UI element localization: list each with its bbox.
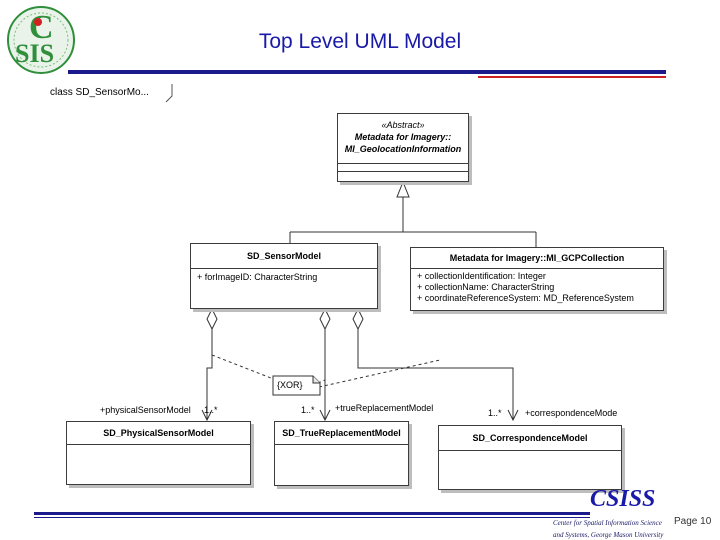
page-title: Top Level UML Model (258, 30, 462, 53)
class-attribute: + forImageID: CharacterString (197, 272, 318, 282)
class-attributes-section: + forImageID: CharacterString (191, 269, 377, 283)
class-name: SD_SensorModel (191, 244, 377, 269)
arrowhead-true (319, 409, 331, 422)
generalization-arrowhead (396, 180, 410, 198)
page-number: Page 10 (674, 516, 712, 527)
xor-constraint-label: {XOR} (277, 380, 303, 390)
class-sd-correspondence-model[interactable]: SD_CorrespondenceModel (438, 425, 622, 490)
header-accent-rule (478, 76, 666, 78)
class-name: Metadata for Imagery::MI_GCPCollection (411, 248, 663, 269)
aggregation-diamond-physical (206, 307, 218, 331)
logo-text: SIS (15, 39, 54, 68)
footer-rule-thin (34, 517, 590, 518)
xor-dash-left (211, 354, 277, 381)
arrowhead-physical (201, 409, 213, 422)
class-name: SD_CorrespondenceModel (439, 426, 621, 451)
csiss-logo: C SIS (4, 4, 78, 76)
class-attribute: + collectionName: CharacterString (417, 282, 555, 292)
logo-graphic: C SIS (7, 6, 75, 74)
footer-rule (34, 512, 590, 515)
class-name: SD_PhysicalSensorModel (67, 422, 250, 445)
xor-note-box (272, 375, 321, 396)
class-name-line2: MI_GeolocationInformation (344, 144, 462, 154)
role-true-replacement-model: +trueReplacementModel (335, 403, 434, 413)
class-attributes-section: + collectionIdentification: Integer + co… (411, 269, 663, 304)
role-physical-sensor-model: +physicalSensorModel (100, 405, 191, 415)
footer-org-name: CSISS (590, 486, 656, 512)
aggregation-diamond-corr (352, 307, 364, 331)
xor-dash-right (318, 359, 441, 388)
multiplicity-physical: 1..* (204, 405, 218, 415)
arrowhead-corr (507, 409, 519, 422)
aggregation-diamond-true (319, 307, 331, 331)
footer-org-line1: Center for Spatial Information Science (553, 519, 662, 527)
class-name-line1: Metadata for Imagery:: (354, 132, 452, 142)
header-rule (68, 70, 666, 74)
association-physical-line (206, 329, 213, 420)
logo-letter-c: C (29, 9, 54, 46)
class-attribute: + collectionIdentification: Integer (417, 271, 546, 281)
footer-org-line2: and Systems, George Mason University (553, 531, 664, 539)
class-attributes-section (338, 164, 468, 172)
role-correspondence-model: +correspondenceMode (525, 408, 618, 418)
class-name: SD_TrueReplacementModel (275, 422, 408, 445)
frame-tab-corner (165, 84, 173, 103)
association-corr-line (357, 329, 514, 420)
class-mi-gcp-collection[interactable]: Metadata for Imagery::MI_GCPCollection +… (410, 247, 664, 311)
class-sd-sensor-model[interactable]: SD_SensorModel + forImageID: CharacterSt… (190, 243, 378, 309)
xor-note-fold (312, 376, 320, 384)
class-stereotype: «Abstract» (381, 120, 425, 130)
multiplicity-correspondence: 1..* (488, 408, 502, 418)
diagram-frame-label: class SD_SensorMo... (50, 87, 149, 98)
class-sd-physical-sensor-model[interactable]: SD_PhysicalSensorModel (66, 421, 251, 485)
class-sd-true-replacement-model[interactable]: SD_TrueReplacementModel (274, 421, 409, 486)
class-attribute: + coordinateReferenceSystem: MD_Referenc… (417, 293, 634, 303)
class-mi-geolocation-information[interactable]: «Abstract» Metadata for Imagery:: MI_Geo… (337, 113, 469, 182)
multiplicity-true-replacement: 1..* (301, 405, 315, 415)
